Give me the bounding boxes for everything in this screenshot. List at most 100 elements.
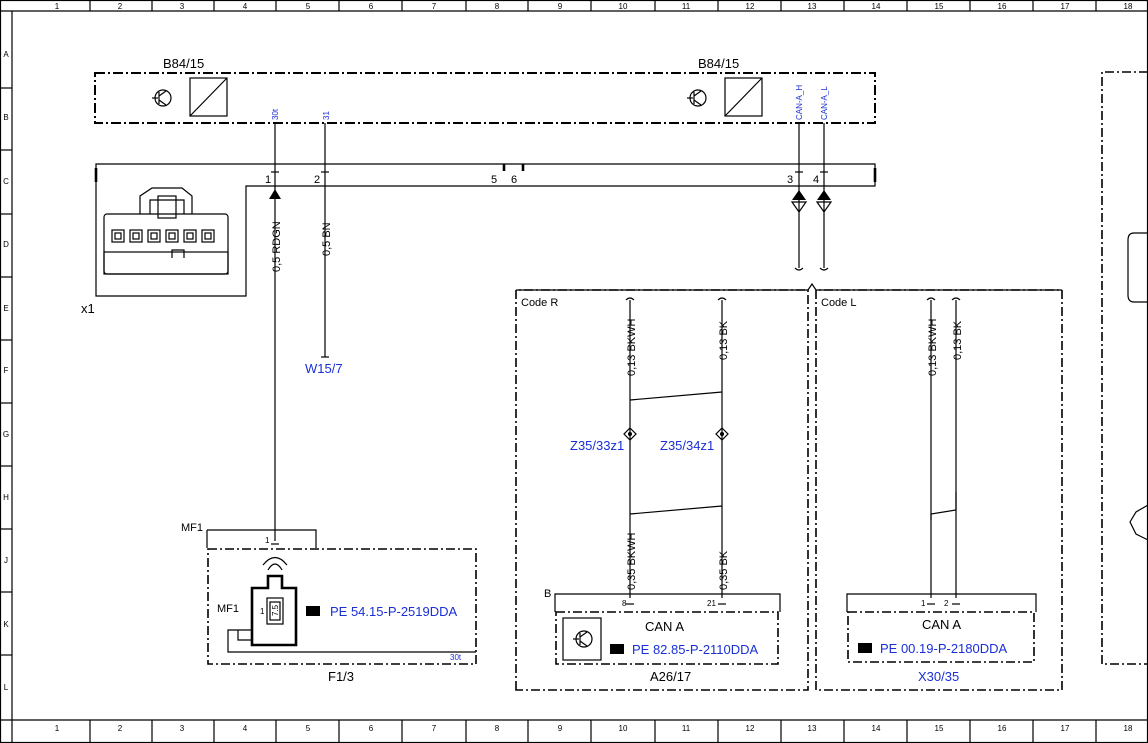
col-label: 3: [180, 2, 185, 11]
mf1-pin-1: 1: [265, 536, 270, 545]
col-label: 16: [998, 724, 1007, 733]
b84-left-label: B84/15: [163, 56, 204, 71]
col-label: 18: [1124, 724, 1133, 733]
w15-7-link[interactable]: W15/7: [305, 361, 343, 376]
x1-pin-2: 2: [314, 174, 320, 186]
col-label: 9: [558, 724, 563, 733]
col-label: 9: [558, 2, 563, 11]
camera-icon: [152, 89, 172, 107]
row-label: A: [3, 50, 9, 59]
wire-bn-label: 0,5 BN: [321, 222, 333, 256]
r-bkwh-bot-label: 0,35 BKWH: [626, 532, 638, 590]
code-r-label: Code R: [521, 297, 558, 309]
a26-17-module[interactable]: B 8 21 CAN A PE 82.85-P-2110DDA A26/17: [544, 588, 781, 684]
plug-icon: [103, 187, 229, 275]
col-label: 17: [1061, 2, 1070, 11]
x1-pin-1: 1: [265, 174, 271, 186]
col-label: 14: [872, 2, 881, 11]
converter-icon: [724, 77, 763, 117]
pin-31-label: 31: [322, 111, 331, 120]
wire-rdgn[interactable]: 0,5 RDGN: [269, 123, 283, 541]
row-label: B: [3, 113, 8, 122]
f1-30t-label: 30t: [450, 653, 462, 662]
col-label: 15: [935, 724, 944, 733]
x1-pin-5: 5: [491, 174, 497, 186]
row-label: E: [3, 304, 8, 313]
can-a-label: CAN A: [922, 617, 961, 632]
col-label: 15: [935, 2, 944, 11]
hand-pointer-icon: [610, 640, 624, 654]
col-label: 7: [432, 724, 437, 733]
pin-30t-label: 30t: [271, 108, 280, 120]
col-label: 11: [682, 724, 691, 733]
row-label: J: [4, 556, 8, 565]
b84-15-component[interactable]: B84/15 B84/15 30t 31 CAN-A_H CAN-A_L: [94, 56, 876, 124]
col-label: 2: [118, 724, 123, 733]
hand-pointer-icon: [858, 639, 872, 653]
row-label: C: [3, 177, 9, 186]
col-label: 12: [746, 724, 755, 733]
l-bkwh-label: 0,13 BKWH: [927, 318, 939, 376]
row-label: L: [4, 683, 9, 692]
x1-pin-4: 4: [813, 174, 819, 186]
col-label: 3: [180, 724, 185, 733]
pin-can-h-label: CAN-A_H: [795, 85, 804, 120]
hand-pointer-icon: [306, 602, 320, 616]
col-label: 7: [432, 2, 437, 11]
pin-can-l-label: CAN-A_L: [820, 86, 829, 120]
col-label: 1: [55, 724, 60, 733]
code-l-wires: 0,13 BKWH 0,13 BK: [926, 297, 964, 598]
mf1-top-label: MF1: [181, 522, 203, 534]
col-label: 8: [495, 2, 500, 11]
a26-17-label: A26/17: [650, 669, 691, 684]
row-label: D: [3, 240, 9, 249]
col-label: 2: [118, 2, 123, 11]
row-label: G: [3, 430, 9, 439]
col-label: 17: [1061, 724, 1070, 733]
col-label: 13: [808, 724, 817, 733]
pe-a26-link[interactable]: PE 82.85-P-2110DDA: [632, 642, 759, 657]
col-label: 5: [306, 724, 311, 733]
pe-f1-link[interactable]: PE 54.15-P-2519DDA: [330, 604, 458, 619]
col-label: 10: [619, 724, 628, 733]
r-bk-bot-label: 0,35 BK: [718, 550, 730, 590]
col-label: 6: [369, 2, 374, 11]
col-label: 8: [495, 724, 500, 733]
z35-33z1-link[interactable]: Z35/33z1: [570, 438, 624, 453]
a26-pin-8: 8: [622, 599, 627, 608]
connector-x1[interactable]: 1 2 5 6 3 4 x1: [81, 163, 877, 316]
pe-x30-link[interactable]: PE 00.19-P-2180DDA: [880, 641, 1008, 656]
col-label: 4: [243, 2, 248, 11]
can-a-label: CAN A: [645, 619, 684, 634]
x1-pin-6: 6: [511, 174, 517, 186]
x30-35-link[interactable]: X30/35: [918, 669, 959, 684]
column-ruler: [0, 0, 1097, 743]
b84-right-label: B84/15: [698, 56, 739, 71]
x1-pin-3: 3: [787, 174, 793, 186]
col-label: 5: [306, 2, 311, 11]
f1-3-label: F1/3: [328, 669, 354, 684]
col-label: 10: [619, 2, 628, 11]
can-wires-top: [790, 123, 833, 271]
b-connector-label: B: [544, 588, 551, 600]
x30-pin-1: 1: [921, 599, 926, 608]
mf1-inner-label: MF1: [217, 603, 239, 615]
wire-bn[interactable]: 0,5 BN W15/7: [305, 123, 343, 376]
partial-component: [1101, 71, 1148, 665]
l-bk-label: 0,13 BK: [952, 320, 964, 360]
wire-rdgn-label: 0,5 RDGN: [271, 221, 283, 272]
col-label: 1: [55, 2, 60, 11]
f1-3-fuse-module[interactable]: MF1 1 7.5 1 MF1 30t PE 54.15-P-2519DDA F…: [181, 522, 477, 684]
r-bkwh-top-label: 0,13 BKWH: [626, 318, 638, 376]
fuse-pin-1: 1: [260, 607, 265, 616]
x30-pin-2: 2: [944, 599, 949, 608]
col-label: 4: [243, 724, 248, 733]
x30-35-module[interactable]: 1 2 CAN A PE 00.19-P-2180DDA X30/35: [846, 593, 1037, 684]
code-r-wires: 0,13 BKWH 0,13 BK 0,35 BKWH 0,35 BK Z35/…: [570, 297, 730, 598]
camera-icon: [687, 89, 707, 107]
col-label: 13: [808, 2, 817, 11]
z35-34z1-link[interactable]: Z35/34z1: [660, 438, 714, 453]
a26-pin-21: 21: [707, 599, 716, 608]
